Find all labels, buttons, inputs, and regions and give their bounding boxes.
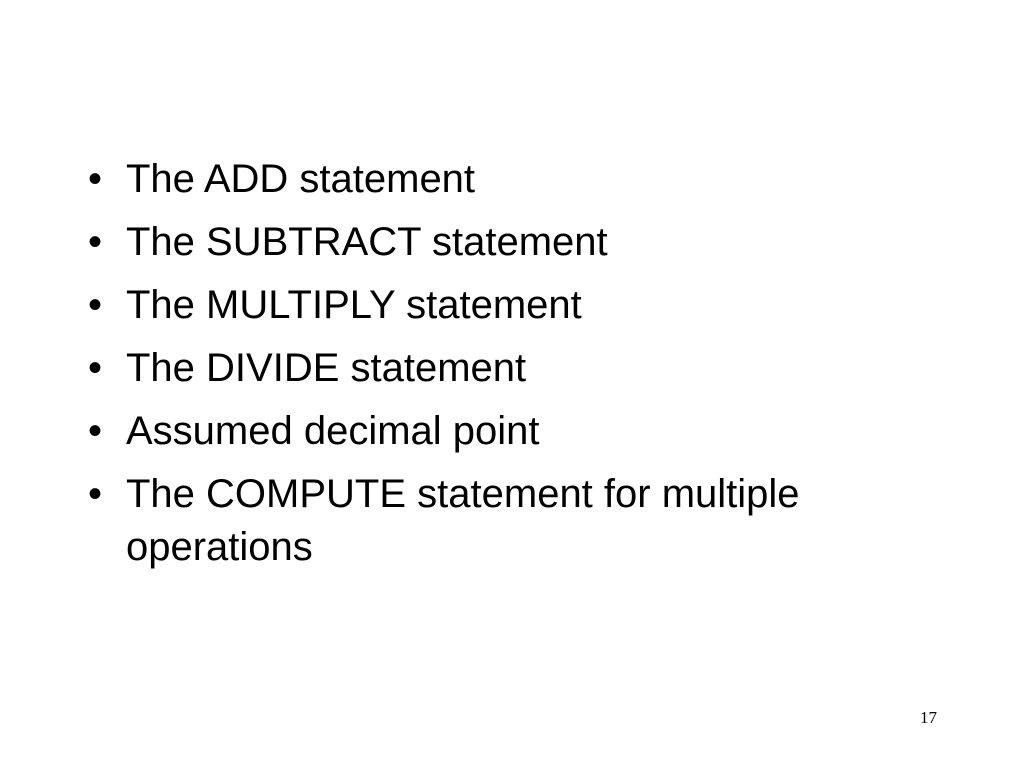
- bullet-text: Assumed decimal point: [126, 409, 540, 453]
- bullet-text: The DIVIDE statement: [126, 346, 527, 390]
- bullet-glyph: •: [88, 283, 103, 327]
- slide-number: 17: [920, 708, 937, 727]
- bullet-glyph: •: [88, 409, 103, 453]
- bullet-text: The ADD statement: [126, 157, 476, 201]
- bullet-glyph: •: [88, 472, 103, 516]
- list-item: • Assumed decimal point: [88, 405, 948, 458]
- list-item: • The MULTIPLY statement: [88, 279, 948, 332]
- bullet-glyph: •: [88, 346, 103, 390]
- bullet-text: The MULTIPLY statement: [126, 283, 582, 327]
- bullet-text: The SUBTRACT statement: [126, 220, 608, 264]
- list-item: • The COMPUTE statement for multiple ope…: [88, 468, 948, 574]
- list-item: • The SUBTRACT statement: [88, 216, 948, 269]
- bullet-glyph: •: [88, 220, 103, 264]
- list-item: • The DIVIDE statement: [88, 342, 948, 395]
- bullet-glyph: •: [88, 157, 103, 201]
- bullet-list: • The ADD statement • The SUBTRACT state…: [88, 153, 948, 584]
- bullet-text: The COMPUTE statement for multiple opera…: [126, 472, 800, 569]
- list-item: • The ADD statement: [88, 153, 948, 206]
